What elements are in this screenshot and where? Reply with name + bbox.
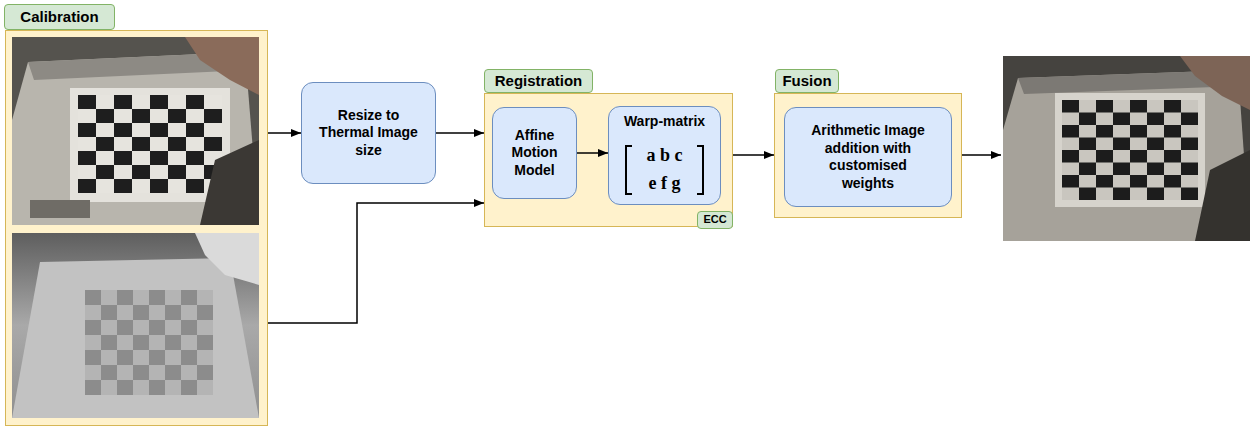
process-box: Resize to Thermal Image size	[301, 82, 436, 184]
stage-band: FusionArithmetic Image addition with cus…	[774, 93, 962, 218]
stage-band: Calibration	[5, 30, 268, 426]
flow-arrow	[577, 152, 608, 154]
fused-photo	[1003, 56, 1250, 241]
matrix-box: Warp-matrix a b c e f g	[608, 106, 721, 205]
flow-arrow	[436, 132, 484, 134]
box-label: Affine Motion Model	[497, 127, 572, 180]
stage-tab: Registration	[484, 69, 593, 93]
process-box: Affine Motion Model	[492, 107, 577, 199]
output-arrow	[962, 154, 1001, 156]
flow-arrow	[268, 132, 301, 134]
flow-arrow	[733, 154, 774, 156]
thermal-photo	[12, 233, 259, 418]
method-tag: ECC	[697, 211, 733, 229]
matrix-row: e f g	[609, 171, 720, 195]
box-label: Resize to Thermal Image size	[313, 107, 424, 160]
matrix-row: a b c	[609, 143, 720, 167]
matrix-brackets	[626, 146, 703, 194]
box-heading: Warp-matrix	[609, 113, 720, 131]
method-label: ECC	[703, 213, 726, 226]
flow-arrow	[268, 203, 484, 323]
stage-title: Fusion	[782, 72, 831, 90]
stage-title: Registration	[495, 72, 583, 90]
stage-tab: Fusion	[775, 69, 839, 93]
stage-band: RegistrationECCAffine Motion ModelWarp-m…	[484, 93, 733, 227]
stage-title: Calibration	[20, 8, 98, 26]
process-box: Arithmetic Image addition with customise…	[784, 107, 952, 207]
box-label: Arithmetic Image addition with customise…	[803, 122, 933, 192]
stage-tab: Calibration	[4, 4, 115, 30]
visible-photo	[12, 37, 259, 225]
